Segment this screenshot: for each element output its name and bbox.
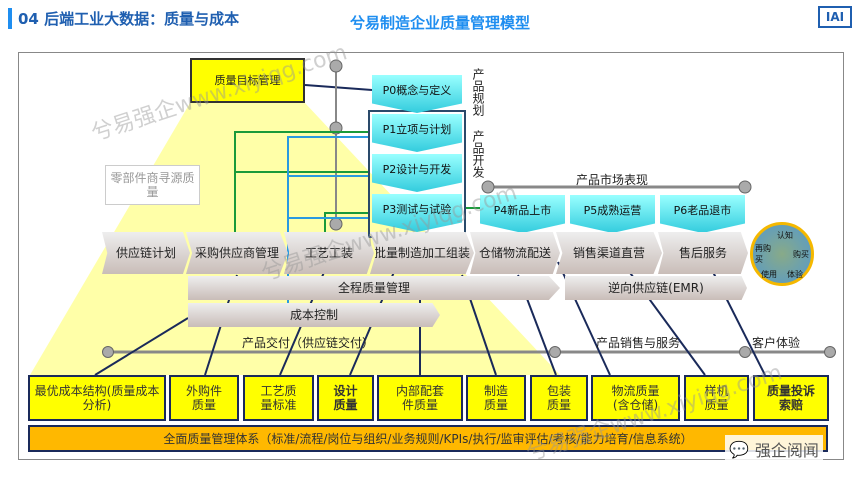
quality-packaging: 包装质量: [530, 375, 588, 421]
supplier-quality-box: 零部件商寻源质量: [105, 165, 200, 205]
customer-cycle: 认知 购买 使用 体验 再购买: [750, 222, 814, 286]
quality-management-system: 全面质量管理体系（标准/流程/岗位与组织/业务规则/KPIs/执行/监审评估/考…: [28, 425, 828, 452]
diagram-frame: [18, 52, 844, 460]
quality-design: 设计质量: [317, 375, 374, 421]
cost-control-bar: 成本控制: [188, 303, 440, 327]
timeline-dot: [739, 346, 751, 358]
process-manufacturing: 批量制造加工组装: [370, 232, 474, 274]
timeline-sales: 产品销售与服务: [596, 336, 681, 350]
cycle-use: 使用: [761, 270, 777, 279]
logo: IAI: [818, 6, 852, 28]
timeline-dot: [549, 346, 561, 358]
process-after-sales: 售后服务: [658, 232, 748, 274]
quality-complaints: 质量投诉索赔: [753, 375, 829, 421]
section-header: 04 后端工业大数据：质量与成本: [8, 8, 239, 29]
quality-cost-structure: 最优成本结构(质量成本分析): [28, 375, 166, 421]
label-market: 产品市场表现: [576, 173, 649, 187]
page-title: 兮易制造企业质量管理模型: [350, 14, 531, 32]
quality-logistics: 物流质量(含仓储): [591, 375, 680, 421]
timeline-customer: 客户体验: [752, 336, 801, 350]
cycle-aware: 认知: [777, 231, 793, 240]
label-development: 产品开发: [471, 130, 485, 178]
quality-manufacturing: 制造质量: [466, 375, 526, 421]
process-logistics: 仓储物流配送: [470, 232, 560, 274]
reverse-supply-bar: 逆向供应链(EMR): [565, 276, 747, 300]
goal-connector: [304, 84, 373, 91]
process-supply-plan: 供应链计划: [102, 232, 190, 274]
brand-name: 强企阅闻: [754, 441, 819, 460]
wechat-icon: 💬: [729, 439, 749, 459]
timeline-dot: [102, 346, 114, 358]
quality-craft-standard: 工艺质量标准: [243, 375, 314, 421]
quality-internal-parts: 内部配套件质量: [377, 375, 463, 421]
timeline-dot: [824, 346, 836, 358]
green-arrows: [234, 131, 482, 232]
cycle-buy: 购买: [793, 250, 809, 259]
cycle-rebuy: 再购买: [755, 244, 771, 264]
timeline-delivery: 产品交付（供应链交付）: [242, 336, 375, 350]
quality-purchased-parts: 外购件质量: [169, 375, 239, 421]
process-procurement: 采购供应商管理: [186, 232, 288, 274]
phase-p0: P0概念与定义: [372, 75, 462, 113]
quality-goal-box: 质量目标管理: [190, 58, 305, 103]
quality-prototype: 样机质量: [684, 375, 749, 421]
cycle-experience: 体验: [787, 270, 803, 279]
process-craft: 工艺工装: [284, 232, 374, 274]
label-planning: 产品规划: [471, 68, 485, 116]
full-quality-bar: 全程质量管理: [188, 276, 560, 300]
brand-badge: 💬 强企阅闻: [725, 435, 823, 463]
process-sales: 销售渠道直营: [556, 232, 662, 274]
